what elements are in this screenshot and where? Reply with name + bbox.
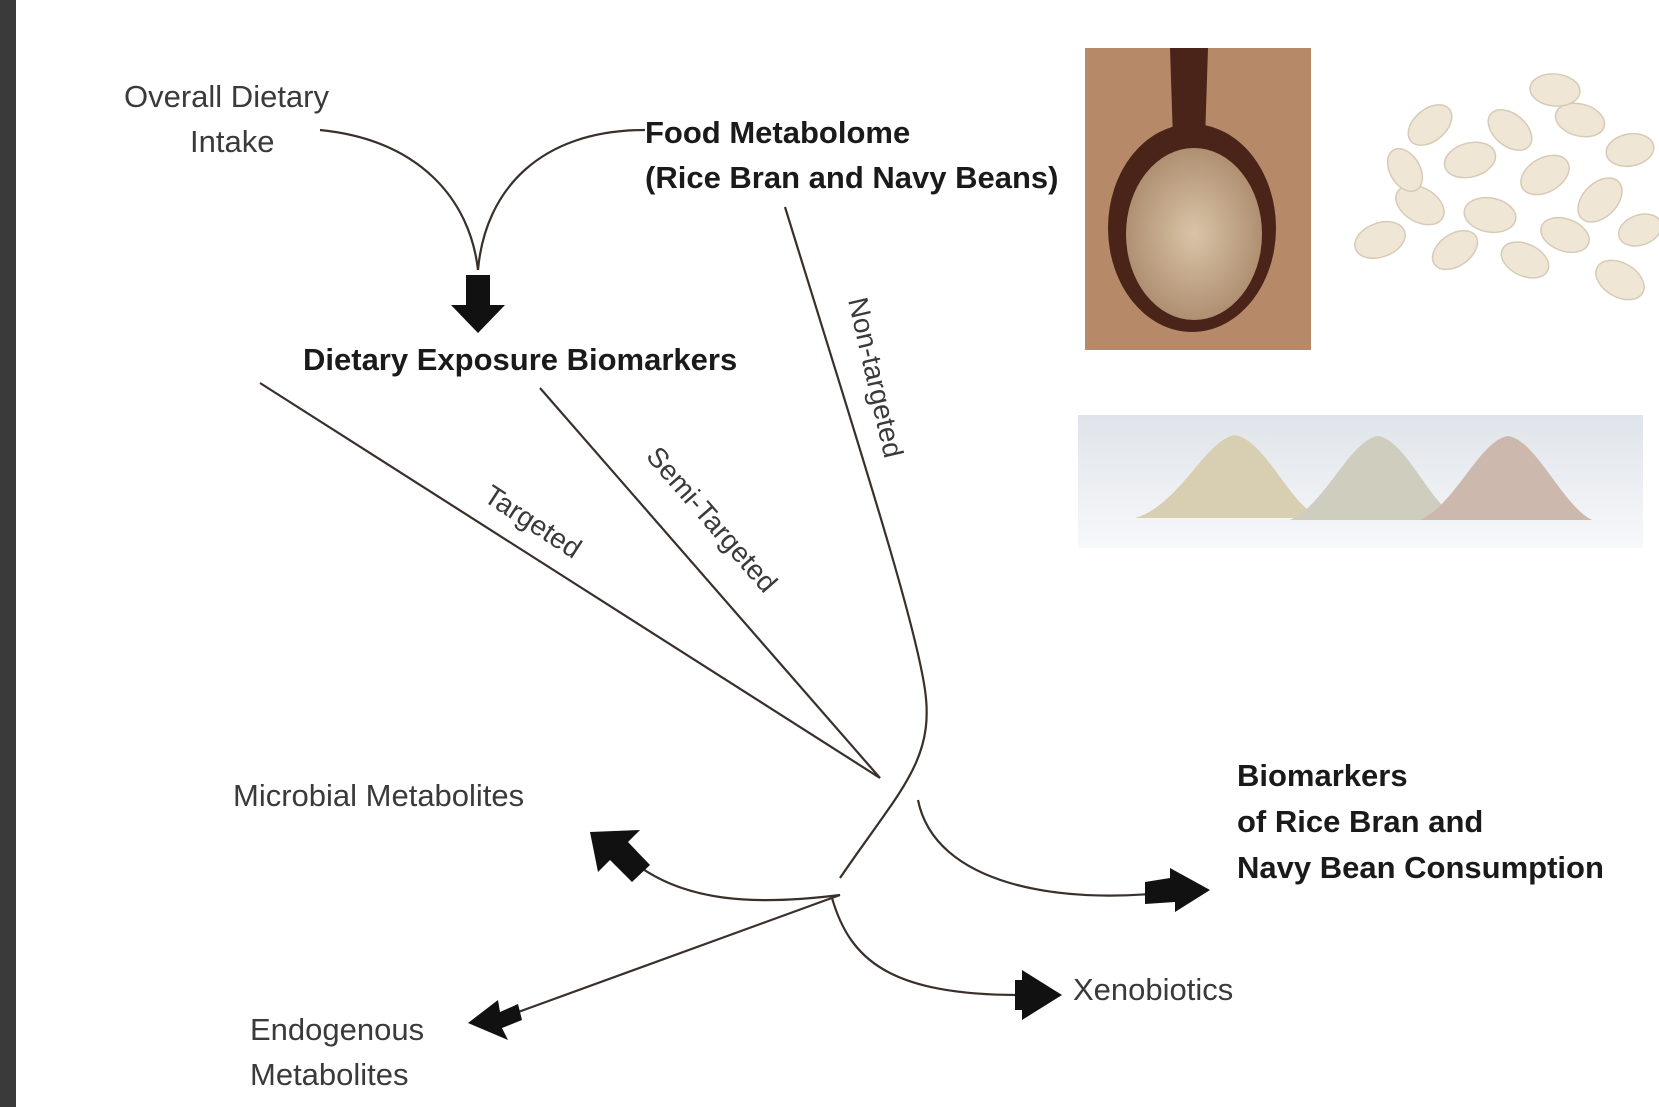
semi-targeted-label: Semi-Targeted (640, 441, 783, 599)
powder-piles-image (1078, 415, 1643, 548)
food-metabolome-label: Food Metabolome (Rice Bran and Navy Bean… (645, 115, 1058, 195)
connector-food (478, 130, 645, 270)
dietary-exposure-biomarkers-label: Dietary Exposure Biomarkers (303, 342, 737, 377)
microbial-metabolites-label: Microbial Metabolites (233, 778, 524, 813)
branch-microbial (625, 855, 840, 900)
branch-endogenous (510, 895, 840, 1015)
rice-bran-spoon-image (1085, 48, 1311, 350)
navy-beans-image (1330, 40, 1659, 340)
connector-lines (260, 130, 1170, 1015)
xenobiotics-label: Xenobiotics (1073, 972, 1233, 1007)
endogenous-metabolites-label: Endogenous Metabolites (250, 1012, 433, 1092)
line-targeted (260, 383, 880, 778)
arrow-right-biomarkers-icon (1145, 868, 1210, 912)
arrow-microbial-icon (590, 830, 650, 882)
arrow-xenobiotics-icon (1015, 970, 1062, 1020)
biomarkers-consumption-label: Biomarkers of Rice Bran and Navy Bean Co… (1237, 758, 1604, 885)
line-semi-targeted (540, 388, 880, 778)
overall-dietary-intake-label: Overall Dietary Intake (124, 79, 338, 159)
targeted-label: Targeted (479, 479, 587, 564)
connector-intake (320, 130, 478, 270)
branch-biomarkers (918, 800, 1170, 896)
non-targeted-label: Non-targeted (842, 294, 909, 460)
arrow-endogenous-icon (468, 1000, 522, 1040)
arrow-heads (451, 275, 1210, 1040)
arrow-down-icon (451, 275, 505, 333)
branch-xenobiotics (832, 898, 1020, 995)
